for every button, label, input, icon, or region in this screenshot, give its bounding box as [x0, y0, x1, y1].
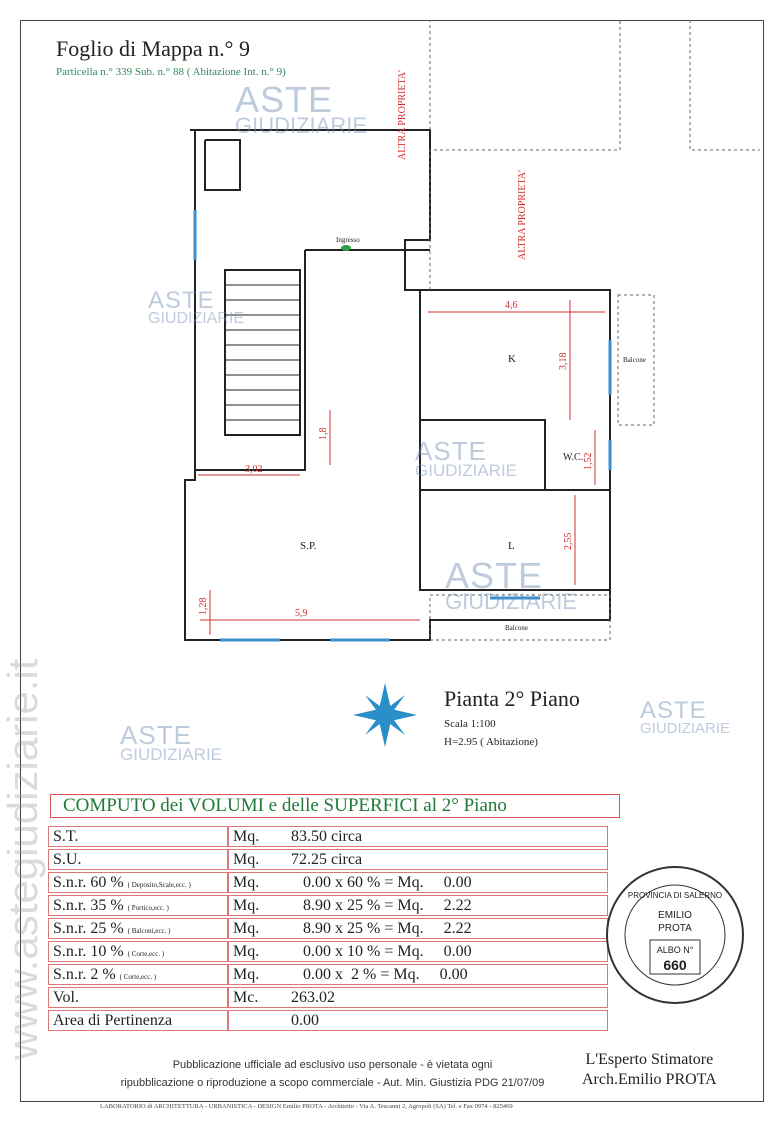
row-value: 83.50 circa [287, 826, 608, 847]
dim-5-9: 5,9 [295, 608, 308, 619]
row-label-cell: S.n.r. 60 % ( Deposito,Scale,ecc. ) [48, 872, 228, 893]
row-label: S.n.r. 60 % [53, 873, 124, 891]
computo-row: S.U. Mq.72.25 circa [48, 849, 608, 870]
url-watermark: www.astegiudiziarie.it [0, 658, 46, 1060]
label-sp: S.P. [300, 540, 317, 552]
row-value: 0.00 [287, 1010, 608, 1031]
computo-row: S.n.r. 25 % ( Balconi,ecc. )Mq. 8.90 x 2… [48, 918, 608, 939]
row-label: S.n.r. 25 % [53, 919, 124, 937]
label-altra-proprieta: ALTRA PROPRIETA' [397, 70, 408, 160]
label-l: L [508, 540, 515, 552]
label-balcone: Balcone [623, 356, 646, 364]
stamp-number: 660 [663, 957, 687, 973]
property-lines [429, 20, 760, 641]
row-label: S.n.r. 35 % [53, 896, 124, 914]
row-label-cell: S.n.r. 25 % ( Balconi,ecc. ) [48, 918, 228, 939]
plan-height: H=2.95 ( Abitazione) [444, 736, 538, 748]
architect-stamp: PROVINCIA DI SALERNO EMILIO PROTA ALBO N… [606, 866, 744, 1004]
page-frame [20, 20, 764, 1102]
footer-address: LABORATORIO di ARCHITETTURA - URBANISTIC… [100, 1103, 513, 1110]
computo-row: S.n.r. 60 % ( Deposito,Scale,ecc. )Mq. 0… [48, 872, 608, 893]
row-value: 0.00 x 10 % = Mq. 0.00 [287, 941, 608, 962]
row-unit: Mq. [228, 941, 287, 962]
computo-title: COMPUTO dei VOLUMI e delle SUPERFICI al … [50, 794, 620, 818]
row-value: 8.90 x 25 % = Mq. 2.22 [287, 895, 608, 916]
row-label: S.U. [53, 850, 82, 868]
dim-4-6: 4,6 [505, 300, 518, 311]
row-value: 263.02 [287, 987, 608, 1008]
stamp-albo: ALBO N° [657, 945, 694, 955]
label-wc: W.C. [563, 452, 583, 463]
compass-rose-icon [353, 683, 417, 747]
row-label-cell: S.n.r. 35 % ( Portico,ecc. ) [48, 895, 228, 916]
row-note: ( Portico,ecc. ) [127, 903, 169, 912]
stamp-name: EMILIO [658, 910, 692, 921]
row-unit: Mq. [228, 872, 287, 893]
row-label-cell: S.n.r. 10 % ( Corte,ecc. ) [48, 941, 228, 962]
page-subtitle: Particella n.° 339 Sub. n.° 88 ( Abitazi… [56, 66, 286, 78]
row-label: Vol. [53, 988, 79, 1006]
row-unit: Mq. [228, 895, 287, 916]
floor-plan: ALTRA PROPRIETA' ALTRA PROPRIETA' 4,6 3,… [184, 20, 760, 747]
row-unit: Mc. [228, 987, 287, 1008]
stamp-province: PROVINCIA DI SALERNO [628, 891, 722, 900]
dim-3-02: 3,02 [245, 464, 263, 475]
row-value: 0.00 x 2 % = Mq. 0.00 [287, 964, 608, 985]
row-note: ( Balconi,ecc. ) [127, 926, 171, 935]
row-label-cell: S.T. [48, 826, 228, 847]
dim-1-52: 1,52 [583, 453, 594, 471]
row-value: 72.25 circa [287, 849, 608, 870]
row-label-cell: S.n.r. 2 % ( Corte,ecc. ) [48, 964, 228, 985]
dim-1-8: 1,8 [318, 428, 329, 441]
row-note: ( Deposito,Scale,ecc. ) [127, 880, 191, 889]
plan-title: Pianta 2° Piano [444, 686, 580, 711]
row-note: ( Corte,ecc. ) [127, 949, 165, 958]
label-ingresso: Ingresso [336, 236, 360, 244]
dimension-lines [198, 300, 605, 635]
row-label: S.n.r. 2 % [53, 965, 116, 983]
label-balcone: Balcone [505, 624, 528, 632]
stairs [225, 284, 300, 421]
row-value: 0.00 x 60 % = Mq. 0.00 [287, 872, 608, 893]
entrance-arrow-icon [341, 245, 351, 251]
row-label-cell: Area di Pertinenza [48, 1010, 228, 1031]
plan-scale: Scala 1:100 [444, 718, 496, 730]
computo-row: S.n.r. 35 % ( Portico,ecc. )Mq. 8.90 x 2… [48, 895, 608, 916]
label-altra-proprieta: ALTRA PROPRIETA' [517, 170, 528, 260]
dim-1-28: 1,28 [198, 598, 209, 616]
stamp-surname: PROTA [658, 923, 692, 934]
row-unit: Mq. [228, 826, 287, 847]
page-title: Foglio di Mappa n.° 9 [56, 36, 250, 61]
dim-2-55: 2,55 [563, 533, 574, 551]
publication-notice: Pubblicazione ufficiale ad esclusivo uso… [120, 1059, 545, 1089]
row-unit [228, 1010, 287, 1031]
row-value: 8.90 x 25 % = Mq. 2.22 [287, 918, 608, 939]
dim-3-18: 3,18 [558, 353, 569, 371]
computo-row: Area di Pertinenza 0.00 [48, 1010, 608, 1031]
windows [193, 210, 612, 642]
computo-row: S.n.r. 2 % ( Corte,ecc. )Mq. 0.00 x 2 % … [48, 964, 608, 985]
label-k: K [508, 353, 516, 365]
row-label: Area di Pertinenza [53, 1011, 173, 1029]
computo-row: Vol. Mc.263.02 [48, 987, 608, 1008]
row-unit: Mq. [228, 918, 287, 939]
computo-row: S.T. Mq.83.50 circa [48, 826, 608, 847]
row-label: S.n.r. 10 % [53, 942, 124, 960]
computo-row: S.n.r. 10 % ( Corte,ecc. )Mq. 0.00 x 10 … [48, 941, 608, 962]
row-unit: Mq. [228, 964, 287, 985]
row-unit: Mq. [228, 849, 287, 870]
row-label: S.T. [53, 827, 79, 845]
row-note: ( Corte,ecc. ) [119, 972, 157, 981]
row-label-cell: Vol. [48, 987, 228, 1008]
row-label-cell: S.U. [48, 849, 228, 870]
